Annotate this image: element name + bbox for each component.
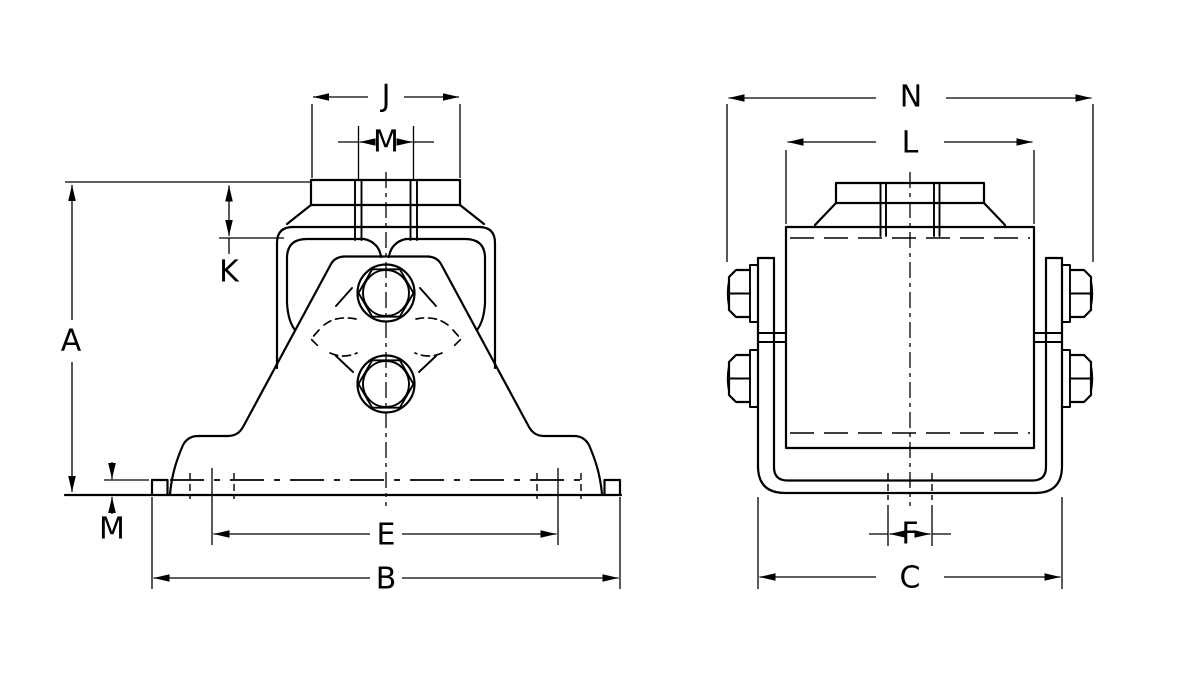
strap-slot-hidden-edges xyxy=(887,473,933,500)
dim-j-extensions xyxy=(311,104,461,178)
side-cap-flare-right xyxy=(982,201,1007,227)
dim-label-n: N xyxy=(900,80,922,115)
rib-segments xyxy=(335,287,437,373)
upper-bolt xyxy=(356,263,416,323)
dim-f-extensions xyxy=(887,505,933,546)
bolt-head-left-upper-chamfer xyxy=(726,280,730,307)
dim-e-extensions xyxy=(211,468,559,545)
right-foot xyxy=(603,478,622,497)
dim-b-extensions xyxy=(151,497,621,589)
dim-label-a: A xyxy=(61,324,82,359)
bolt-head-left-lower-chamfer xyxy=(726,365,730,392)
dim-label-e: E xyxy=(377,518,396,553)
washer-left-upper xyxy=(749,264,759,323)
right-leg xyxy=(426,255,604,496)
cap-flare-right xyxy=(458,203,486,226)
dim-m-top-extensions xyxy=(357,126,415,180)
dim-label-j: J xyxy=(380,79,391,114)
dim-label-m-top: M xyxy=(373,125,399,160)
side-seam-lines xyxy=(757,332,1063,343)
dim-label-m-bottom: M xyxy=(99,512,125,547)
flange-hole-edges xyxy=(189,473,582,499)
funnel-fillets xyxy=(362,237,408,259)
dim-l-extensions xyxy=(785,150,1035,224)
shell-inner-right xyxy=(404,237,487,332)
left-leg xyxy=(168,255,346,496)
lower-bolt xyxy=(356,354,416,414)
washer-right-upper xyxy=(1061,264,1071,323)
lower-bolt-washer-circle xyxy=(356,354,416,414)
bushing-hidden-arcs xyxy=(309,317,463,357)
dim-label-c: C xyxy=(900,561,921,596)
bolt-head-right-lower-chamfer xyxy=(1090,365,1094,392)
side-cap-slot-lines xyxy=(879,183,941,237)
dim-label-b: B xyxy=(376,562,397,597)
washer-left-lower xyxy=(749,349,759,408)
cap-flare-left xyxy=(285,203,313,226)
upper-bolt-chamfer-circle xyxy=(362,269,410,317)
upper-bolt-washer-circle xyxy=(356,263,416,323)
front-view-dimensions: J M K A M E B xyxy=(61,79,621,597)
dim-n-extensions xyxy=(726,104,1094,262)
side-view-dimensions: N L F C xyxy=(726,80,1094,596)
cap-slot-lines xyxy=(354,180,418,241)
side-view xyxy=(726,172,1094,506)
dim-c-extensions xyxy=(757,497,1063,589)
left-foot xyxy=(150,478,169,497)
side-bolt-heads xyxy=(726,268,1094,404)
shell-inner-left xyxy=(285,237,366,332)
lower-bolt-hex xyxy=(357,359,415,409)
lower-bolt-chamfer-circle xyxy=(362,360,410,408)
front-view xyxy=(63,172,623,506)
side-body xyxy=(784,225,1036,450)
washer-right-lower xyxy=(1061,349,1071,408)
upper-bolt-hex xyxy=(357,268,415,318)
bolt-head-right-upper-chamfer xyxy=(1090,280,1094,307)
dim-label-k: K xyxy=(219,255,240,290)
side-cap-flare-left xyxy=(813,201,838,227)
dim-label-l: L xyxy=(902,126,919,161)
dim-label-f: F xyxy=(901,517,918,552)
